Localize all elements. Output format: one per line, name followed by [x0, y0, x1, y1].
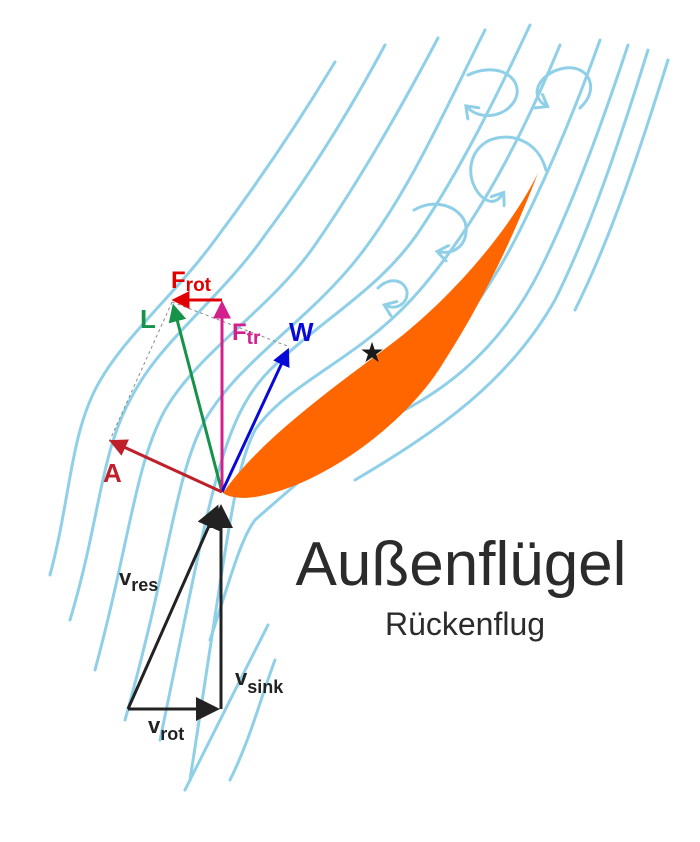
weight-vector	[220, 347, 290, 493]
streamline	[353, 48, 650, 482]
f-rot-label: Frot	[171, 267, 212, 296]
drag-label: A	[103, 458, 122, 488]
construction-line	[108, 301, 173, 443]
eddy-icon	[537, 66, 593, 108]
eddy-icon	[468, 68, 519, 116]
f-tr-label: Ftr	[232, 319, 261, 349]
streamline	[183, 623, 270, 792]
construction-line	[171, 301, 291, 348]
eddy-icon	[376, 279, 409, 307]
streamline	[228, 658, 277, 782]
v-res-vector	[126, 504, 220, 710]
lift-label: L	[140, 304, 156, 334]
eddy-icon	[469, 135, 548, 201]
v-rot-label: vrot	[148, 713, 184, 744]
v-res-label: vres	[119, 565, 158, 595]
diagram-title: Außenflügel	[296, 530, 627, 599]
streamline	[93, 36, 440, 672]
v-sink-label: vsink	[235, 665, 284, 697]
diagram-subtitle: Rückenflug	[385, 606, 545, 642]
turbulence-eddies	[376, 66, 593, 307]
drag-vector	[108, 439, 223, 494]
streamline	[573, 58, 670, 312]
streamline	[358, 43, 630, 432]
lift-vector	[168, 303, 224, 493]
weight-label: W	[289, 317, 314, 347]
streamline	[48, 60, 337, 577]
streamline	[68, 43, 387, 622]
streamline	[188, 43, 562, 782]
airfoil	[223, 173, 538, 498]
center-of-pressure-star-icon: ★	[359, 336, 384, 369]
eddy-icon	[412, 202, 468, 252]
streamline	[123, 28, 487, 722]
